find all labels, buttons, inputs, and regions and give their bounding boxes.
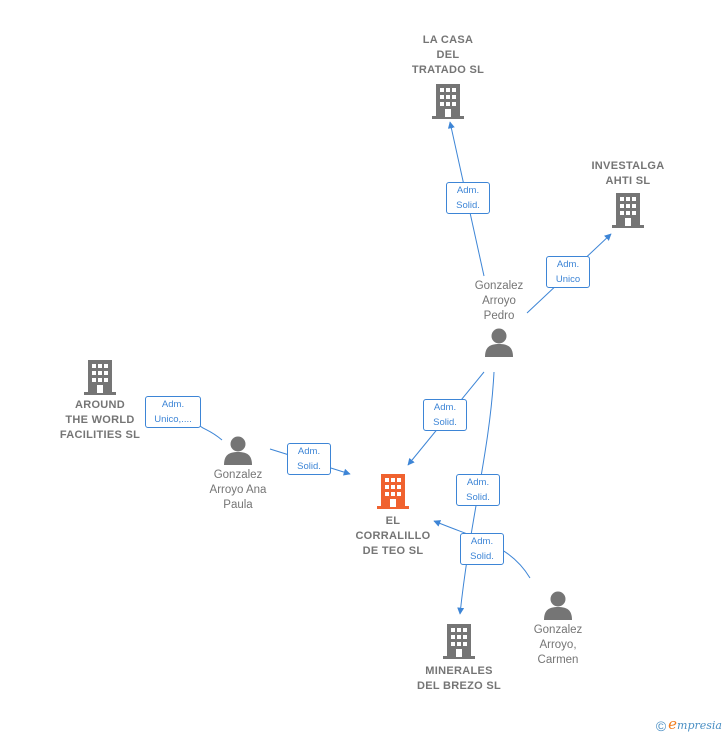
edge-label-pedro-minerales[interactable]: Adm. Solid. (456, 474, 500, 506)
brand-logo-e: e (668, 714, 678, 733)
person-label: Gonzalez Arroyo Ana Paula (209, 469, 267, 511)
company-label: EL CORRALILLO DE TEO SL (355, 515, 431, 557)
person-label: Gonzalez Arroyo Pedro (474, 280, 524, 322)
company-label: LA CASA DEL TRATADO SL (411, 34, 485, 76)
person-gonzalez-arroyo-carmen[interactable]: Gonzalez Arroyo, Carmen (516, 590, 600, 668)
company-minerales-del-brezo[interactable]: MINERALES DEL BREZO SL (404, 624, 514, 694)
building-icon (377, 474, 409, 509)
company-label: MINERALES DEL BREZO SL (416, 665, 502, 692)
company-la-casa-del-tratado[interactable]: LA CASA DEL TRATADO SL (398, 33, 498, 120)
edge-label-pedro-lacasa[interactable]: Adm. Solid. (446, 182, 490, 214)
company-investalga-ahti[interactable]: INVESTALGA AHTI SL (578, 159, 678, 229)
brand-footer: ©empresia (656, 715, 722, 734)
company-label: INVESTALGA AHTI SL (591, 160, 665, 187)
person-gonzalez-arroyo-ana-paula[interactable]: Gonzalez Arroyo Ana Paula (196, 435, 280, 513)
edge-label-carmen-corralillo[interactable]: Adm. Solid. (460, 533, 504, 565)
copyright-icon: © (655, 718, 667, 734)
company-label: AROUND THE WORLD FACILITIES SL (59, 399, 141, 441)
edge-label-pedro-corralillo[interactable]: Adm. Solid. (423, 399, 467, 431)
edge-label-ana-around[interactable]: Adm. Unico,.... (145, 396, 201, 428)
company-around-the-world-facilities[interactable]: AROUND THE WORLD FACILITIES SL (50, 360, 150, 443)
person-icon (544, 591, 572, 620)
company-el-corralillo-de-teo[interactable]: EL CORRALILLO DE TEO SL (343, 474, 443, 559)
person-label: Gonzalez Arroyo, Carmen (533, 624, 583, 666)
edge-label-pedro-investalga[interactable]: Adm. Unico (546, 256, 590, 288)
building-icon (612, 193, 644, 228)
person-icon (485, 328, 513, 357)
building-icon (432, 84, 464, 119)
building-icon (443, 624, 475, 659)
building-icon (84, 360, 116, 395)
person-gonzalez-arroyo-pedro[interactable]: Gonzalez Arroyo Pedro (459, 279, 539, 357)
edge-label-ana-corralillo[interactable]: Adm. Solid. (287, 443, 331, 475)
edge-ana-around (199, 425, 223, 441)
person-icon (224, 436, 252, 465)
brand-logo-text: mpresia (677, 718, 722, 732)
